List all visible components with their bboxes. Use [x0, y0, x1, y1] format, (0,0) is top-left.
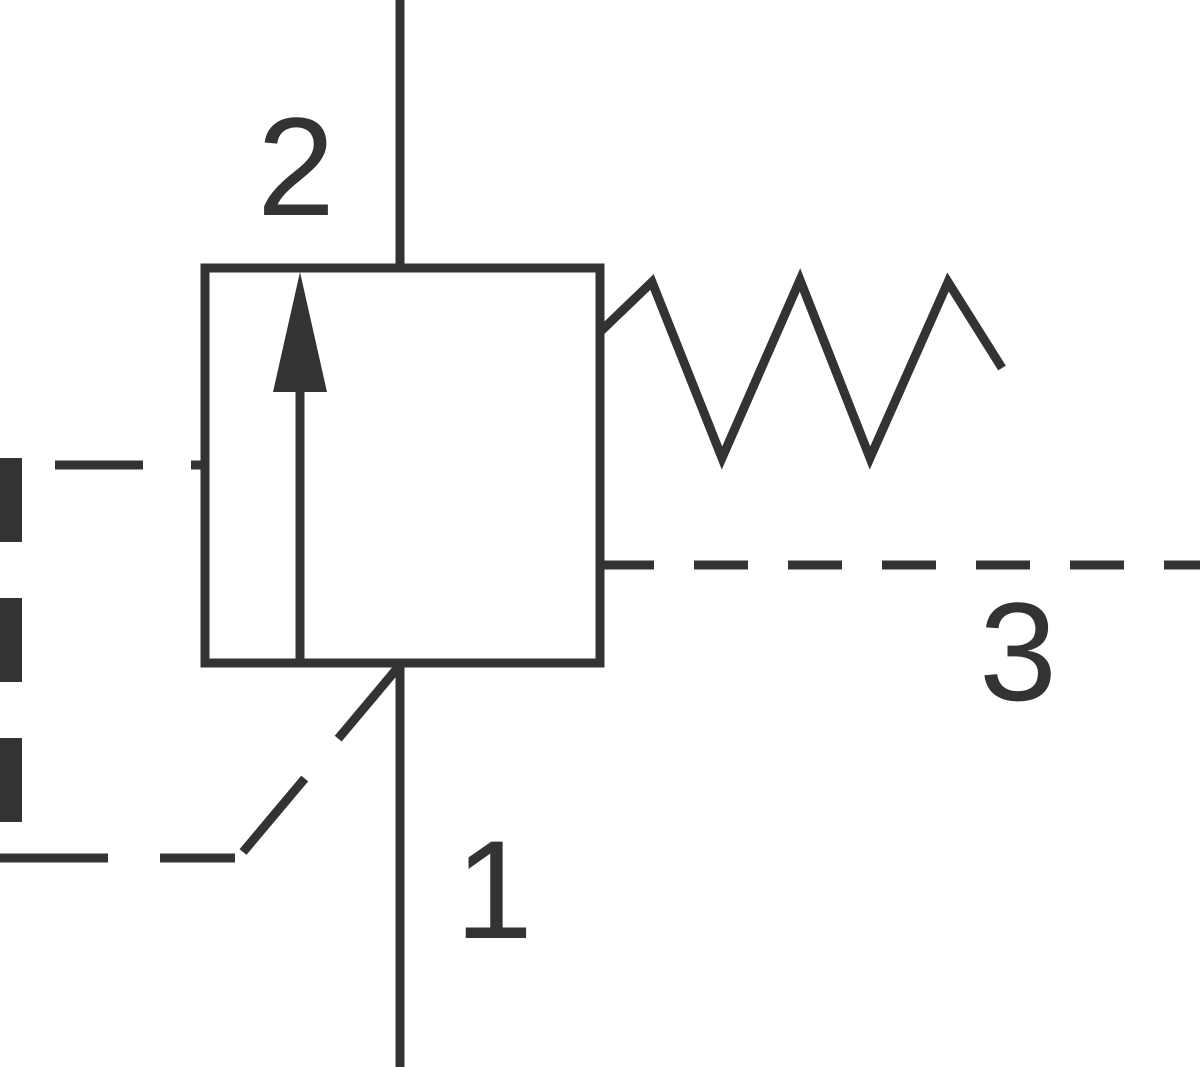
- pilot-line-diagonal: [239, 662, 404, 855]
- valve-body: [200, 263, 605, 668]
- spring-icon: [596, 268, 1006, 470]
- port-2-label: 2: [257, 88, 335, 245]
- port-3-label: 3: [979, 573, 1057, 730]
- port-1-label: 1: [455, 811, 533, 968]
- flow-arrow-head-icon: [273, 272, 327, 392]
